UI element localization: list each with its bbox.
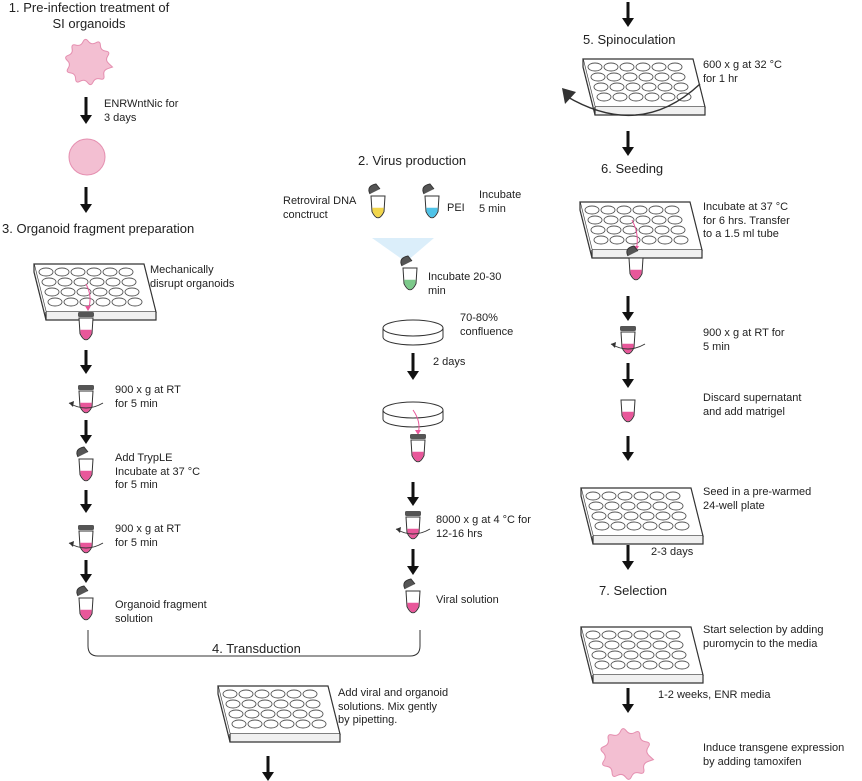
step5-heading: 5. Spinoculation	[583, 32, 676, 47]
dna-tube-icon	[368, 183, 386, 219]
tube-icon	[620, 399, 636, 423]
rotation-arrow-icon	[562, 88, 576, 104]
tube-icon	[410, 434, 426, 463]
down-arrow-icon	[622, 131, 634, 156]
step4-heading: 4. Transduction	[212, 641, 301, 656]
tube-icon	[76, 446, 94, 482]
rotation-arc	[565, 83, 701, 117]
pei-label: PEI	[447, 202, 465, 214]
tryple-label: Add TrypLE Incubate at 37 °C for 5 min	[115, 452, 201, 491]
down-arrow-icon	[80, 187, 92, 213]
down-arrow-icon	[622, 2, 634, 27]
centrifuge-tube-icon	[68, 385, 104, 414]
fragsol-label: Organoid fragment solution	[115, 599, 207, 625]
well-plate-icon	[580, 626, 704, 684]
organoid-sphere-icon	[68, 138, 106, 176]
down-arrow-icon	[622, 436, 634, 461]
tube-icon	[626, 245, 644, 281]
inc2030-label: Incubate 20-30 min	[428, 271, 502, 297]
tube-icon	[78, 312, 94, 341]
down-arrow-icon	[622, 363, 634, 388]
down-arrow-icon	[622, 688, 634, 713]
spin600-label: 600 x g at 32 °C for 1 hr	[703, 59, 783, 85]
mix-tube-icon	[400, 255, 418, 291]
spin8000-label: 8000 x g at 4 °C for 12-16 hrs	[436, 514, 531, 540]
well-plate-icon	[217, 685, 341, 743]
step3-heading: 3. Organoid fragment preparation	[2, 221, 195, 236]
down-arrow-icon	[407, 353, 419, 380]
culture-dish-icon	[382, 401, 444, 428]
mixing-funnel	[372, 238, 434, 262]
down-arrow-icon	[80, 350, 92, 374]
well-plate-icon	[579, 201, 703, 259]
spin900b-label: 900 x g at RT for 5 min	[703, 327, 785, 353]
puro-label: Start selection by adding puromycin to t…	[703, 624, 824, 650]
enr-label: ENRWntNic for 3 days	[104, 98, 179, 124]
mix-label: Add viral and organoid solutions. Mix ge…	[338, 687, 449, 726]
well-plate-icon	[580, 487, 704, 545]
down-arrow-icon	[80, 97, 92, 124]
pei-tube-icon	[422, 183, 440, 219]
inc37-label: Incubate at 37 °C for 6 hrs. Transfer to…	[703, 201, 790, 240]
centrifuge-tube-icon	[68, 525, 104, 554]
discard-label: Discard supernatant and add matrigel	[703, 392, 802, 418]
weeks-label: 1-2 weeks, ENR media	[658, 689, 771, 701]
step6-heading: 6. Seeding	[601, 161, 664, 176]
tube-icon	[76, 585, 94, 621]
step1-heading: 1. Pre-infection treatment of SI organoi…	[8, 0, 170, 31]
down-arrow-icon	[80, 490, 92, 513]
conf-label: 70-80% confluence	[460, 312, 514, 338]
retro-label: Retroviral DNA conctruct	[283, 195, 357, 221]
down-arrow-icon	[80, 560, 92, 583]
inc5-label: Incubate 5 min	[479, 189, 522, 215]
seed-label: Seed in a pre-warmed 24-well plate	[703, 486, 812, 512]
spiky-organoid-icon	[65, 38, 114, 86]
days2-label: 2 days	[433, 356, 466, 368]
step7-heading: 7. Selection	[599, 583, 667, 598]
spiky-organoid-icon	[600, 728, 655, 780]
centrifuge-tube-icon	[395, 511, 431, 540]
viral-label: Viral solution	[436, 594, 499, 606]
centrifuge-tube-icon	[610, 326, 646, 355]
down-arrow-icon	[80, 420, 92, 444]
down-arrow-icon	[262, 756, 274, 781]
down-arrow-icon	[622, 296, 634, 321]
well-plate-icon	[582, 58, 706, 116]
culture-dish-icon	[382, 319, 444, 346]
mech-label: Mechanically disrupt organoids	[150, 264, 235, 290]
down-arrow-icon	[622, 545, 634, 570]
step2-heading: 2. Virus production	[358, 153, 467, 168]
spin1-label: 900 x g at RT for 5 min	[115, 384, 181, 410]
tamox-label: Induce transgene expression by adding ta…	[703, 742, 845, 768]
spin2-label: 900 x g at RT for 5 min	[115, 523, 181, 549]
viral-tube-icon	[403, 578, 421, 614]
well-plate-icon	[33, 263, 157, 321]
down-arrow-icon	[407, 482, 419, 506]
days23-label: 2-3 days	[651, 546, 694, 558]
down-arrow-icon	[407, 549, 419, 575]
merge-bracket	[87, 630, 421, 657]
